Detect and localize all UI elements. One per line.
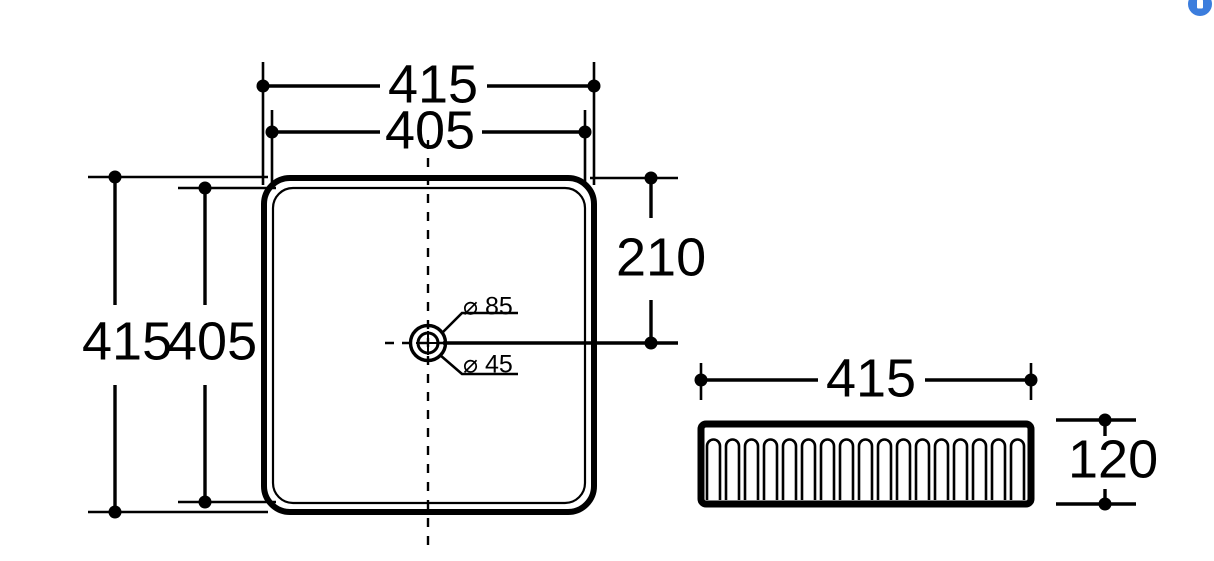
dim-label-top-inner-width: 405 [385, 100, 475, 160]
app-badge[interactable] [1188, 0, 1212, 16]
dim-dot-side-415-left [694, 373, 708, 387]
dim-dot-left-415-top [108, 170, 122, 184]
dim-dot-left-415-bottom [108, 505, 122, 519]
dim-dot-top-405-right [578, 125, 592, 139]
dim-dot-top-405-left [265, 125, 279, 139]
badge-glyph-icon [1197, 0, 1203, 9]
dim-dot-left-405-top [198, 181, 212, 195]
dim-dot-top-415-right [587, 79, 601, 93]
dim-dot-side-415-right [1024, 373, 1038, 387]
dim-label-left-inner-height: 405 [167, 311, 257, 371]
leader-line-dia-85 [442, 311, 518, 333]
leader-line-dia-45 [439, 354, 518, 376]
dim-label-side-height: 120 [1068, 429, 1158, 489]
dia-label-inner: ⌀ 45 [463, 351, 513, 379]
dim-dot-right-210-top [644, 171, 658, 185]
dim-dot-top-415-left [256, 79, 270, 93]
dim-label-top-outer-width: 415 [388, 54, 478, 114]
dim-label-side-width: 415 [826, 348, 916, 408]
dim-label-left-outer-height: 415 [82, 311, 172, 371]
dia-label-outer: ⌀ 85 [463, 293, 513, 321]
dim-dot-side-120-bottom [1098, 497, 1112, 511]
dim-dot-side-120-top [1098, 413, 1112, 427]
dim-label-right-center-offset: 210 [616, 227, 706, 287]
side-view-group: 415 120 [694, 348, 1158, 511]
side-body-outline [697, 420, 1035, 508]
dim-dot-left-405-bottom [198, 495, 212, 509]
top-view-group: 415 405 415 405 [82, 54, 706, 545]
dim-dot-right-210-bottom [644, 336, 658, 350]
side-flutes [705, 438, 1026, 500]
